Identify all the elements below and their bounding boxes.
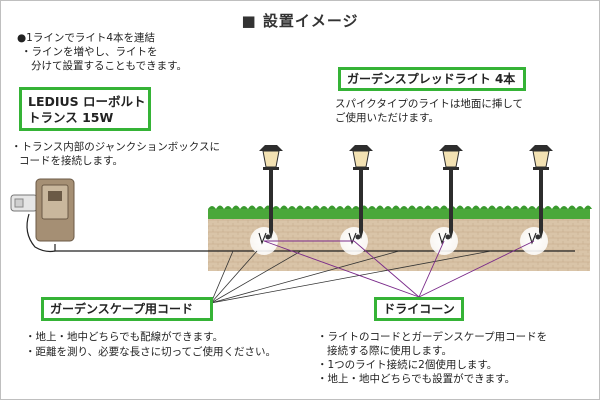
transformer-label: LEDIUS ローボルト トランス 15W bbox=[19, 87, 151, 131]
cord-leader-lines bbox=[210, 250, 492, 304]
garden-light-desc-1: スパイクタイプのライトは地面に挿して bbox=[335, 98, 524, 110]
power-plug-cable bbox=[26, 213, 56, 253]
transformer-label-line-2: トランス 15W bbox=[28, 110, 114, 125]
cord-label: ガーデンスケープ用コード bbox=[41, 297, 213, 321]
garden-light-3 bbox=[439, 145, 463, 239]
dry-cone-note-3: ・地上・地中どちらでも設置ができます。 bbox=[317, 373, 516, 385]
transformer-desc-2: コードを接続します。 bbox=[19, 155, 123, 167]
garden-light-2 bbox=[349, 145, 373, 239]
cord-note-1: ・地上・地中どちらでも配線ができます。 bbox=[25, 331, 224, 343]
dry-cone-label: ドライコーン bbox=[374, 297, 464, 321]
grass-strip bbox=[208, 205, 592, 219]
garden-light-desc-2: ご使用いただけます。 bbox=[335, 112, 439, 124]
garden-light-1 bbox=[259, 145, 283, 239]
transformer-unit bbox=[10, 178, 75, 242]
intro-line-1: ●1ラインでライト4本を連結 bbox=[17, 32, 156, 44]
intro-line-3: 分けて設置することもできます。 bbox=[31, 60, 188, 72]
cone-leader-lines bbox=[263, 240, 535, 298]
dry-cone-note-2: ・1つのライト接続に2個使用します。 bbox=[317, 359, 498, 371]
dry-cone-note-1b: 接続する際に使用します。 bbox=[327, 345, 452, 357]
cord-note-2: ・距離を測り、必要な長さに切ってご使用ください。 bbox=[25, 346, 277, 358]
dry-cone-note-1: ・ライトのコードとガーデンスケープ用コードを bbox=[317, 331, 548, 343]
garden-light-label: ガーデンスプレッドライト 4本 bbox=[338, 67, 526, 91]
transformer-desc-1: ・トランス内部のジャンクションボックスに bbox=[11, 141, 220, 153]
garden-light-4 bbox=[529, 145, 553, 239]
transformer-label-line-1: LEDIUS ローボルト bbox=[28, 94, 146, 109]
intro-line-2: ・ラインを増やし、ライトを bbox=[21, 46, 158, 58]
page-title: ■ 設置イメージ bbox=[241, 12, 359, 30]
